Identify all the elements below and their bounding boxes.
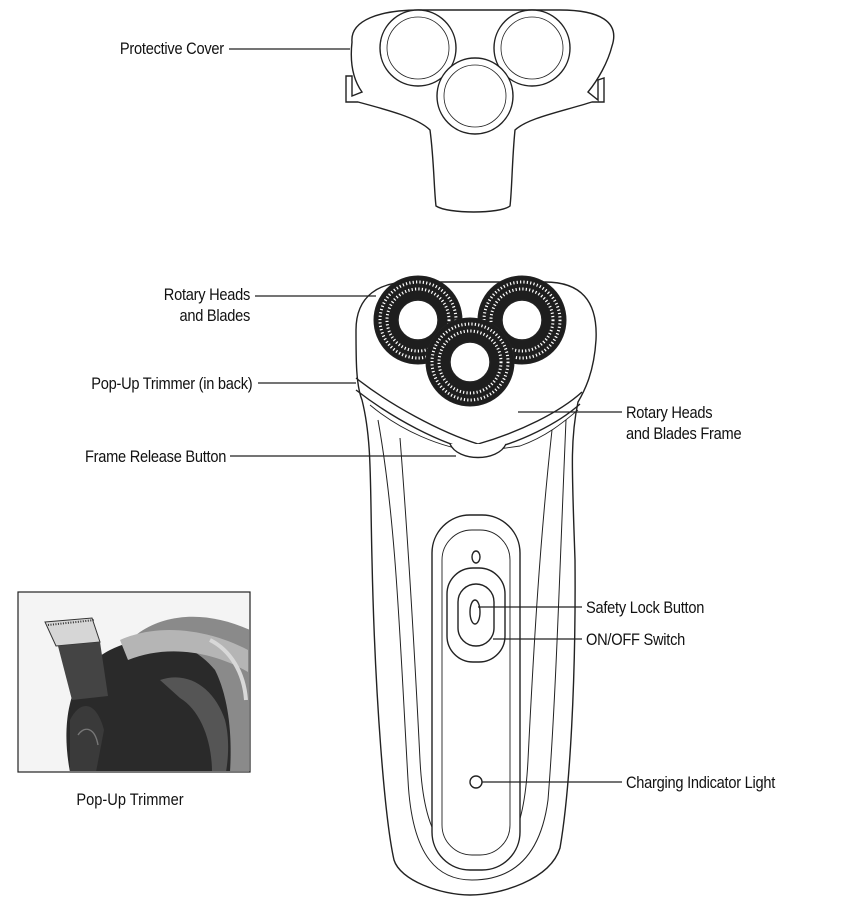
- protective-cover-drawing: [346, 10, 614, 212]
- label-rotary-frame-line2: and Blades Frame: [626, 423, 741, 444]
- label-rotary-frame-line1: Rotary Heads: [626, 402, 741, 423]
- label-charging-light: Charging Indicator Light: [626, 772, 775, 793]
- label-safety-lock: Safety Lock Button: [586, 597, 704, 618]
- label-protective-cover: Protective Cover: [120, 38, 224, 59]
- label-frame-release: Frame Release Button: [85, 446, 226, 467]
- label-rotary-frame: Rotary Heads and Blades Frame: [626, 402, 741, 444]
- label-popup-trimmer-back: Pop-Up Trimmer (in back): [91, 373, 252, 394]
- label-rotary-heads-line1: Rotary Heads: [157, 284, 250, 305]
- label-rotary-heads: Rotary Heads and Blades: [157, 284, 250, 326]
- inset-caption: Pop-Up Trimmer: [18, 790, 242, 810]
- label-rotary-heads-line2: and Blades: [157, 305, 250, 326]
- popup-trimmer-photo: [18, 592, 250, 772]
- label-on-off: ON/OFF Switch: [586, 629, 685, 650]
